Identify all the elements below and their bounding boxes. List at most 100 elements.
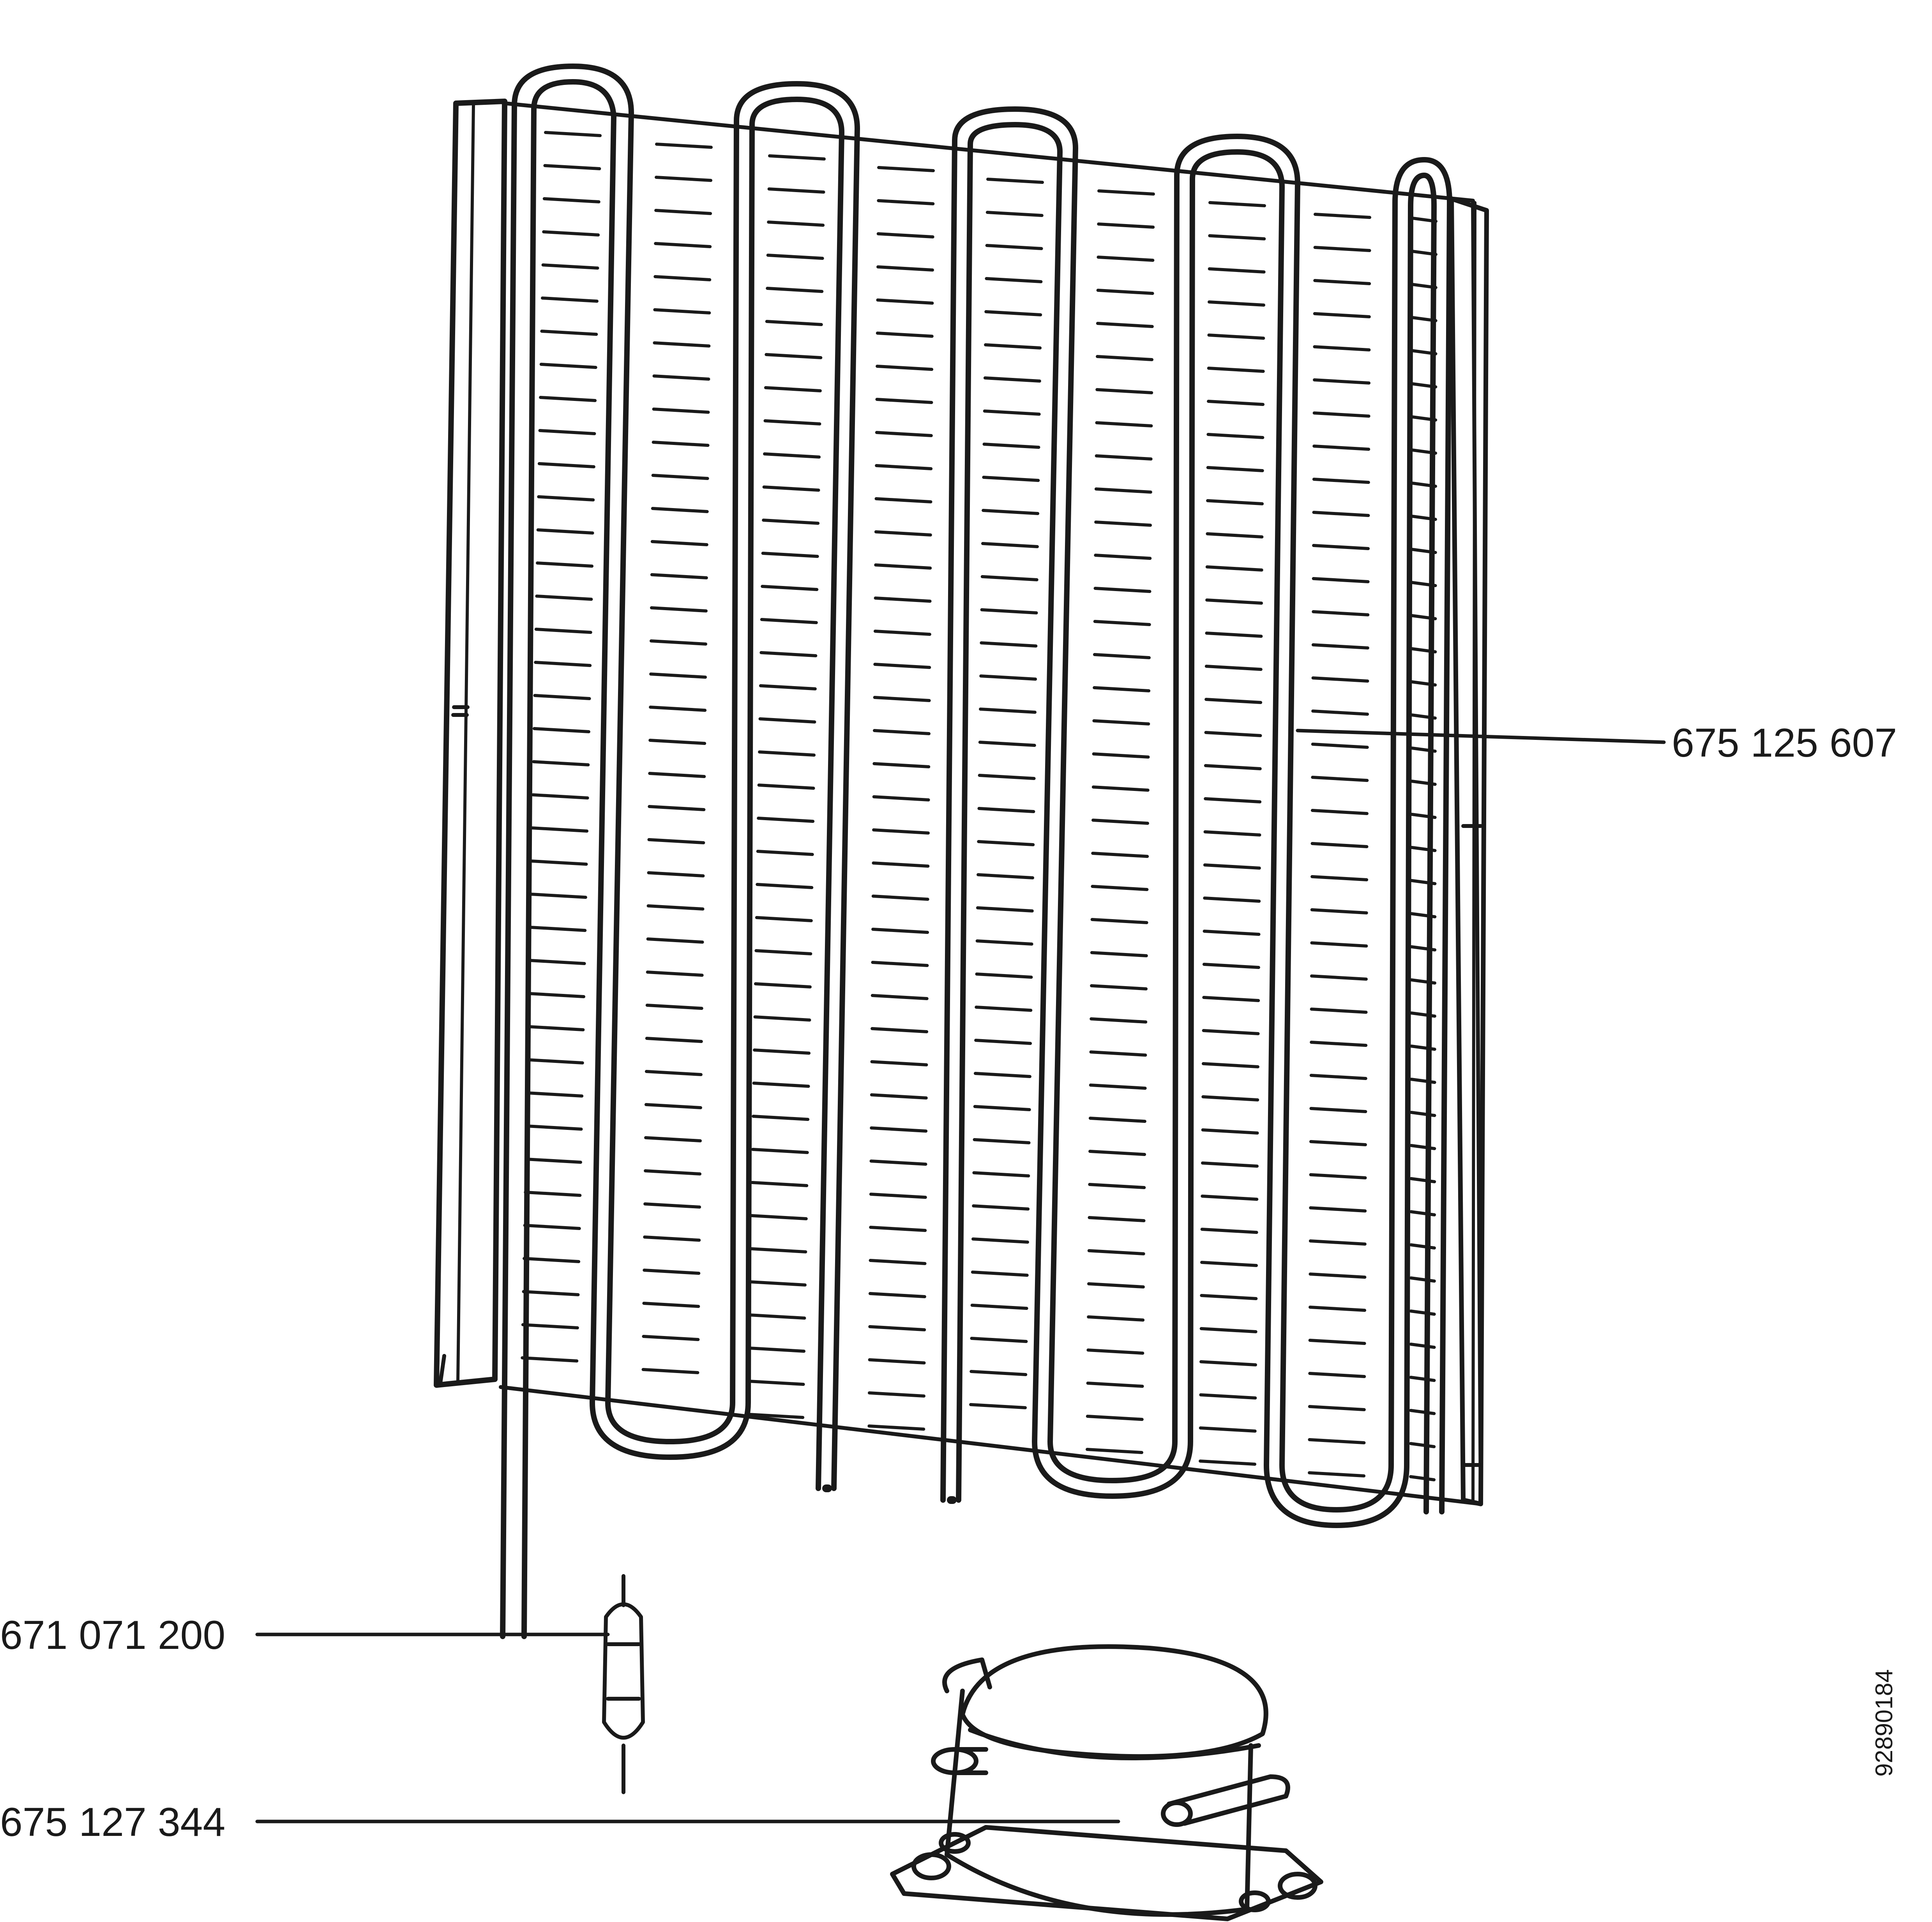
fin-dash xyxy=(1309,1173,1367,1179)
fin-dash xyxy=(1096,355,1154,361)
fin-dash xyxy=(982,443,1040,449)
condenser-tube xyxy=(500,64,1452,1639)
fin-dash xyxy=(653,341,711,348)
fin-dash xyxy=(1097,222,1155,229)
fin-dash xyxy=(1097,189,1155,196)
fin-dash xyxy=(1207,367,1265,373)
fin-dash xyxy=(529,893,587,899)
fin-dash xyxy=(872,828,930,835)
fin-dash xyxy=(970,1370,1028,1376)
fin-dash xyxy=(1409,1210,1436,1216)
fin-dash xyxy=(875,464,933,470)
fin-dash xyxy=(970,1304,1028,1310)
fin-dash xyxy=(1410,482,1437,488)
fin-dash xyxy=(870,1093,928,1100)
fin-dash xyxy=(756,883,814,889)
fin-dash xyxy=(765,353,823,359)
label-compressor: 675 127 344 xyxy=(0,1800,226,1845)
fin-dash xyxy=(531,826,589,833)
fin-dash xyxy=(877,166,935,172)
fin-dash xyxy=(1086,1382,1144,1388)
fin-dash xyxy=(521,1356,579,1363)
fin-dash xyxy=(872,795,930,801)
fin-dash xyxy=(1093,620,1151,626)
fin-dash xyxy=(758,750,816,757)
fin-dash xyxy=(1309,1074,1367,1080)
label-condenser: 675 125 607 xyxy=(1672,720,1897,766)
fin-dash xyxy=(641,1368,699,1374)
fin-dash xyxy=(1199,1327,1257,1333)
fin-dash xyxy=(1310,842,1369,848)
fin-dash xyxy=(766,254,824,260)
fin-dash xyxy=(1311,709,1369,716)
fin-dash xyxy=(1199,1360,1257,1366)
fin-dash xyxy=(1308,1372,1366,1378)
fin-dash xyxy=(1310,908,1368,914)
fin-dash xyxy=(1310,974,1368,981)
fin-dash xyxy=(1204,797,1262,803)
fin-dash xyxy=(752,1115,810,1121)
fin-dash xyxy=(536,528,594,535)
fin-dash xyxy=(986,178,1044,184)
fin-dash xyxy=(750,1214,808,1220)
fin-dash xyxy=(751,1148,809,1154)
fin-dash xyxy=(532,727,590,733)
fin-dash xyxy=(1410,581,1437,587)
fin-dash xyxy=(1312,445,1370,451)
fin-dash xyxy=(529,926,587,932)
fin-dash xyxy=(534,661,592,667)
fin-dash xyxy=(1308,1471,1366,1477)
fin-dash xyxy=(647,871,705,877)
fin-dash xyxy=(977,807,1035,813)
fin-dash xyxy=(1409,1177,1436,1183)
fin-dash xyxy=(1204,698,1263,704)
fin-dash xyxy=(1208,300,1266,307)
fin-dash xyxy=(1208,201,1266,207)
fin-dash xyxy=(1088,1183,1146,1189)
fin-dash xyxy=(1199,1426,1257,1433)
fin-dash xyxy=(1203,897,1261,903)
fin-dash xyxy=(874,497,932,503)
fin-dash xyxy=(876,298,934,305)
label-dryer: 671 071 200 xyxy=(0,1613,226,1658)
fin-dash xyxy=(524,1191,582,1197)
fin-dash xyxy=(1312,478,1370,484)
fin-dash xyxy=(1202,996,1260,1002)
fin-dash xyxy=(523,1224,581,1230)
fin-dash xyxy=(522,1290,580,1296)
fin-dash xyxy=(869,1160,927,1166)
fin-dash xyxy=(756,850,814,856)
fin-dash xyxy=(1309,1107,1367,1113)
fin-dash xyxy=(754,949,812,955)
fin-dash xyxy=(540,330,598,336)
fin-dash xyxy=(1409,1078,1436,1084)
fin-dash xyxy=(539,363,597,369)
fin-dash xyxy=(1205,565,1263,572)
fin-dash xyxy=(979,674,1037,681)
fin-dash xyxy=(1312,411,1370,418)
fin-dash xyxy=(1313,246,1371,252)
fin-dash xyxy=(536,561,594,568)
fin-dash xyxy=(1086,1415,1144,1421)
fin-dash xyxy=(1201,1195,1259,1201)
fin-dash xyxy=(982,476,1040,482)
fin-dash xyxy=(1409,1276,1436,1283)
fin-dash xyxy=(984,343,1042,349)
fin-dash xyxy=(1206,433,1264,439)
fin-dash xyxy=(647,838,705,844)
fin-dash xyxy=(1087,1282,1145,1288)
fin-dash xyxy=(1311,743,1369,749)
fin-dash xyxy=(1207,400,1265,406)
fin-dash xyxy=(872,762,931,768)
fin-dash xyxy=(1096,289,1154,295)
fin-dash xyxy=(971,1237,1029,1244)
fin-dash xyxy=(532,760,590,766)
fin-dash xyxy=(763,419,821,425)
fin-dash xyxy=(873,663,931,669)
fin-dash xyxy=(1313,378,1371,385)
fin-dash xyxy=(1090,1017,1148,1024)
fin-dash xyxy=(1309,1140,1367,1146)
fin-dash xyxy=(651,474,709,480)
fin-dash xyxy=(1411,448,1438,455)
fin-dash xyxy=(871,961,929,967)
